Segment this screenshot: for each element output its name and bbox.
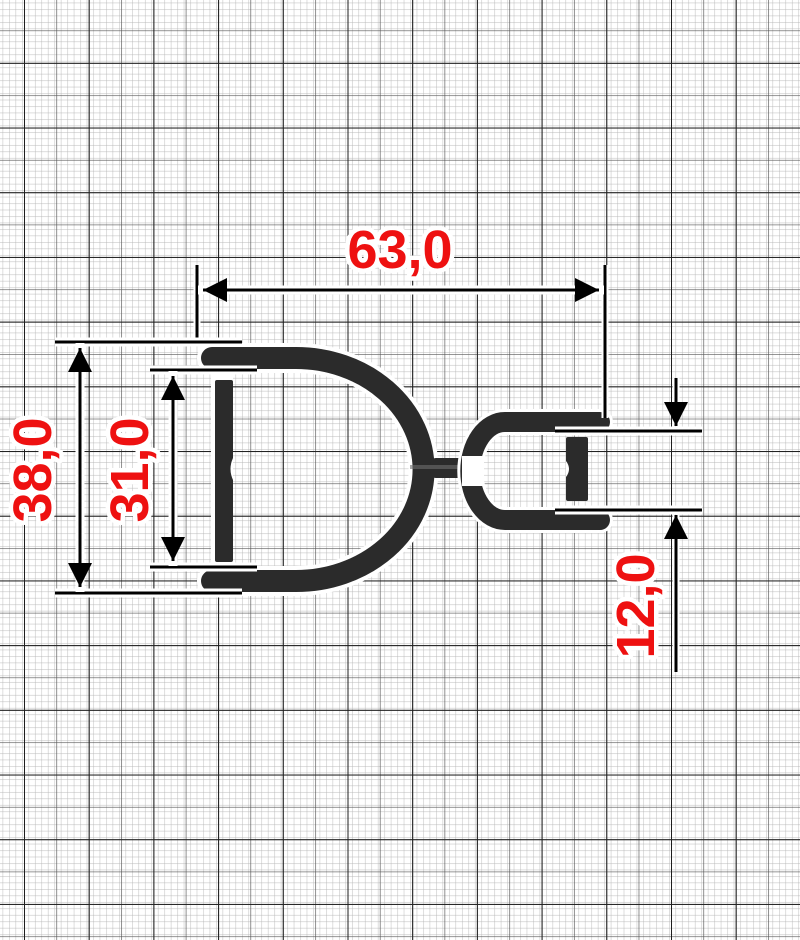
dimension-31: 31,0	[96, 365, 257, 572]
dimension-63: 63,0	[193, 216, 609, 418]
dimension-label-31: 31,0	[100, 417, 160, 522]
swivel-loop	[457, 409, 613, 533]
dimension-38: 38,0	[0, 337, 242, 598]
dimension-label-63: 63,0	[347, 220, 452, 280]
d-ring-bar	[215, 380, 233, 562]
swivel-loop-bar	[566, 437, 588, 501]
dimension-12: 12,0	[555, 378, 702, 672]
dimension-label-38: 38,0	[3, 417, 63, 522]
dimension-label-12: 12,0	[606, 553, 666, 658]
